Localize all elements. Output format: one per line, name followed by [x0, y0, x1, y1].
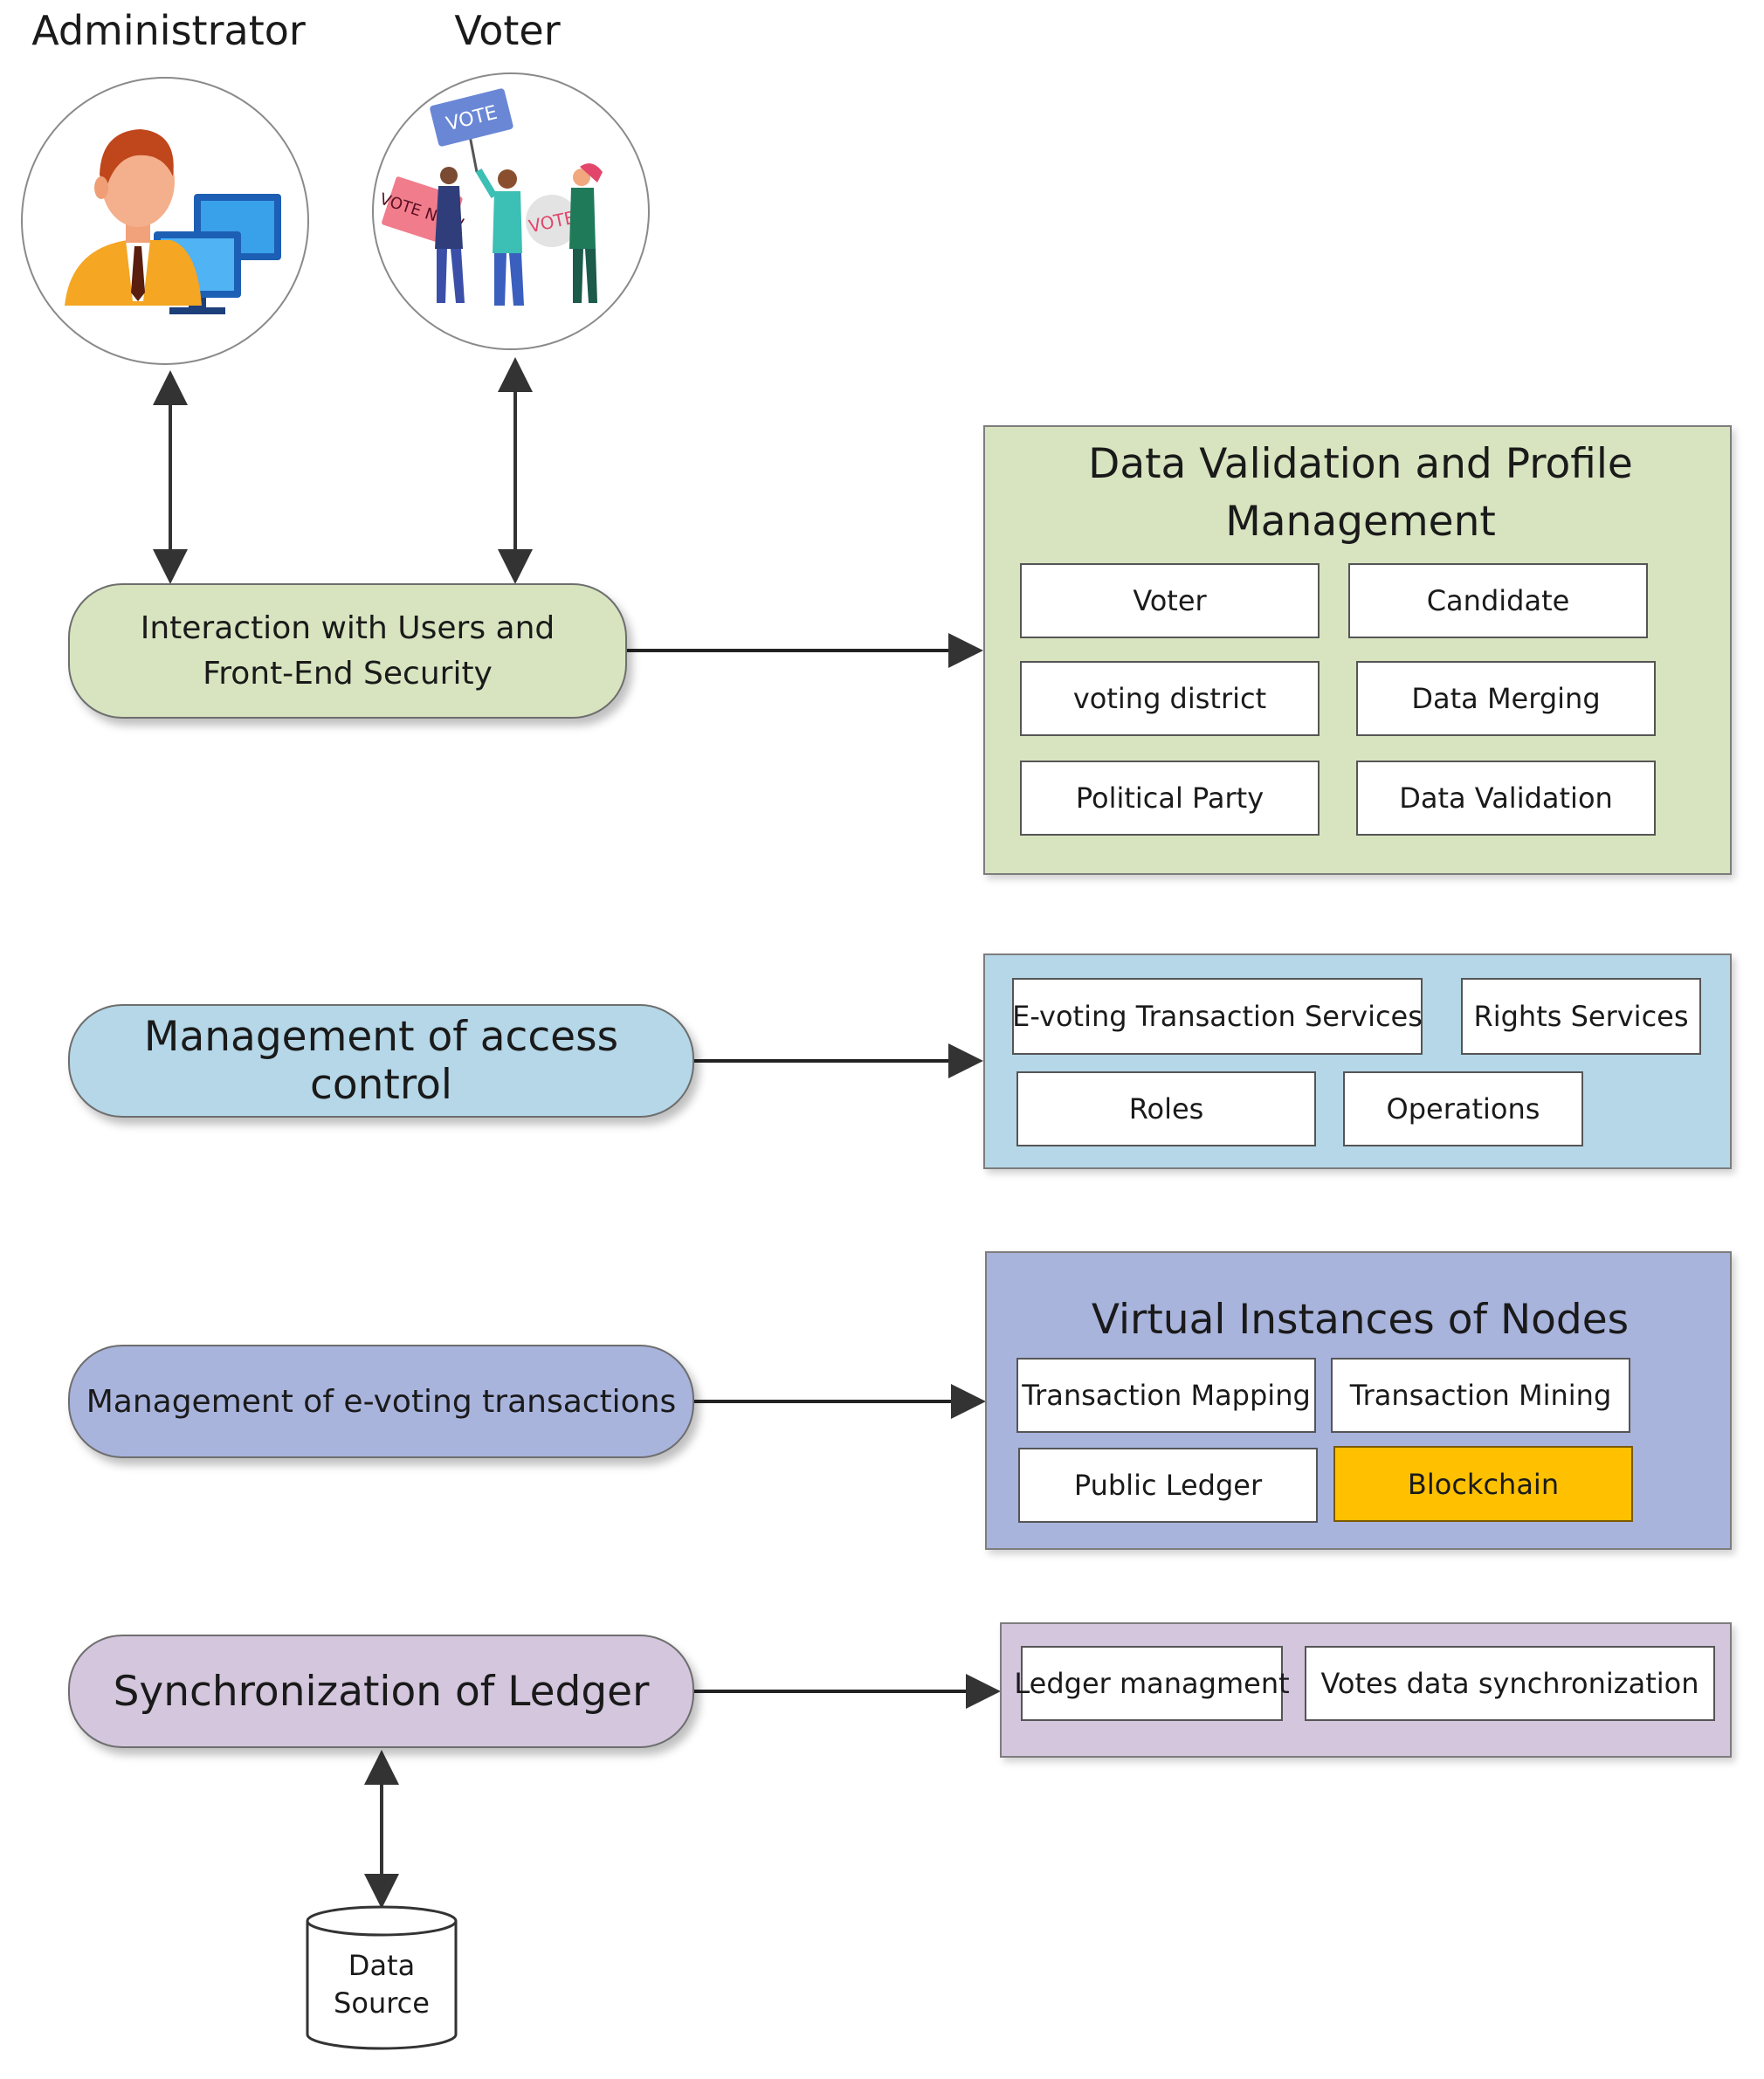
layer-evoting-transactions: Management of e-voting transactions: [68, 1345, 694, 1458]
item-public-ledger: Public Ledger: [1018, 1448, 1318, 1523]
data-source-label: Data Source: [307, 1947, 456, 2022]
administrator-label: Administrator: [31, 7, 306, 54]
item-ledger-management: Ledger managment: [1014, 1646, 1290, 1721]
layer-evoting-transactions-label: Management of e-voting transactions: [86, 1383, 677, 1420]
item-roles: Roles: [1016, 1071, 1316, 1146]
voter-avatar: VOTE VOTE NOW VOTE: [372, 72, 650, 350]
data-source-line1: Data: [348, 1949, 416, 1982]
item-transaction-mining: Transaction Mining: [1331, 1358, 1630, 1433]
layer-access-control: Management of access control: [68, 1004, 694, 1118]
item-evoting-transaction-services: E-voting Transaction Services: [1012, 978, 1423, 1055]
administrator-avatar: [21, 77, 309, 365]
layer-ledger-sync: Synchronization of Ledger: [68, 1635, 694, 1748]
item-transaction-mapping: Transaction Mapping: [1016, 1358, 1316, 1433]
voter-crowd-icon: VOTE VOTE NOW VOTE: [377, 88, 603, 306]
item-operations: Operations: [1343, 1071, 1583, 1146]
layer-ledger-sync-label: Synchronization of Ledger: [113, 1667, 650, 1716]
item-political-party: Political Party: [1020, 761, 1320, 836]
item-data-merging: Data Merging: [1356, 661, 1656, 736]
layer-user-interaction-label: Interaction with Users and Front-End Sec…: [140, 609, 555, 692]
item-blockchain: Blockchain: [1333, 1446, 1633, 1522]
item-voting-district: voting district: [1020, 661, 1320, 736]
item-votes-data-sync: Votes data synchronization: [1305, 1646, 1715, 1721]
layer-user-interaction: Interaction with Users and Front-End Sec…: [68, 583, 627, 719]
panel-data-validation-title: Data Validation and Profile Management: [1088, 440, 1633, 546]
voter-label: Voter: [454, 7, 561, 54]
administrator-icon: [65, 129, 281, 314]
data-source-line2: Source: [334, 1986, 430, 2020]
item-voter: Voter: [1020, 563, 1320, 638]
item-data-validation: Data Validation: [1356, 761, 1656, 836]
item-rights-services: Rights Services: [1461, 978, 1701, 1055]
data-source-cylinder: [306, 1905, 458, 2050]
panel-virtual-nodes-title: Virtual Instances of Nodes: [1091, 1296, 1630, 1344]
layer-access-control-label: Management of access control: [143, 1013, 619, 1109]
item-candidate: Candidate: [1348, 563, 1648, 638]
